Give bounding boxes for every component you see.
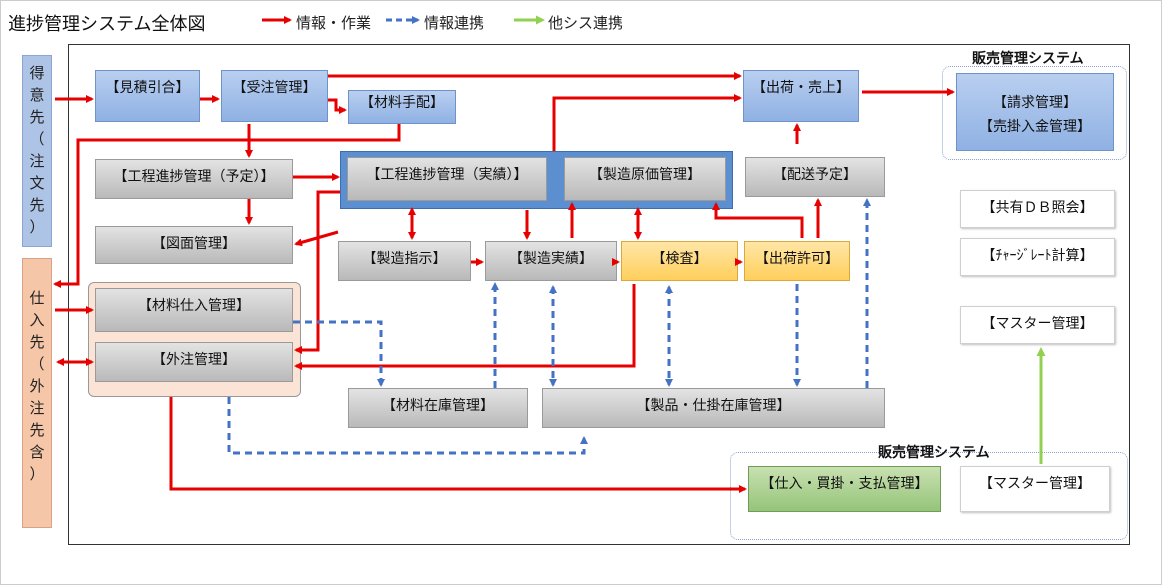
delivery-plan-box[interactable]: 【配送予定】 [745,157,885,197]
billing-label: 【請求管理】 [993,94,1077,111]
drawing-box[interactable]: 【図面管理】 [95,226,293,264]
sales-system-label-top: 販売管理システム [972,51,1084,67]
progress-plan-box[interactable]: 【工程進捗管理（予定）】 [95,159,293,199]
receivable-label: 【売掛入金管理】 [979,118,1091,135]
master-right-box[interactable]: 【マスター管理】 [960,306,1115,344]
sales-bottom-frame [730,452,1128,540]
customer-char: 得 [29,64,45,82]
supplier-char: 含 [29,443,45,461]
sales-system-label-bottom: 販売管理システム [878,445,990,461]
customer-char: 先 [29,108,45,126]
ship-permit-box[interactable]: 【出荷許可】 [744,241,850,281]
progress-actual-box[interactable]: 【工程進捗管理（実績）】 [347,157,547,201]
blue-links [227,198,871,455]
legend-other-link: 他シス連携 [548,14,624,32]
shared-db-box[interactable]: 【共有ＤＢ照会】 [960,190,1115,228]
billing-box[interactable]: 【請求管理】 【売掛入金管理】 [956,73,1114,151]
sales-top-frame [942,66,1127,160]
material-stock-box[interactable]: 【材料在庫管理】 [348,388,528,428]
charge-rate-box[interactable]: 【ﾁｬｰｼﾞﾚｰﾄ計算】 [960,238,1115,276]
supplier-char: 外 [29,377,45,395]
legend-work-flow: 情報・作業 [296,14,372,32]
material-arrange-box[interactable]: 【材料手配】 [348,90,456,124]
flow-material-supplier [53,124,401,288]
flow-actual-shipping [552,94,742,151]
link-purchase-stock [293,320,385,387]
supplier-column: 仕 入 先 （ 外 注 先 含 ） [22,258,52,528]
customer-char: 意 [29,86,45,104]
cost-box[interactable]: 【製造原価管理】 [564,157,726,201]
link-outsourcing-product [227,397,588,455]
supplier-char: （ [29,355,45,373]
flow-order-material [328,98,347,114]
estimate-box[interactable]: 【見積引合】 [95,70,200,122]
legend-info-link: 情報連携 [424,14,485,32]
supplier-char: 入 [29,311,45,329]
supplier-char: 先 [29,421,45,439]
main-frame [68,44,1130,545]
supplier-char: 仕 [29,289,45,307]
material-purchase-box[interactable]: 【材料仕入管理】 [95,288,293,332]
customer-char: 文 [29,174,45,192]
master-bottom-box[interactable]: 【マスター管理】 [960,466,1110,512]
mfg-instruction-box[interactable]: 【製造指示】 [338,241,471,281]
red-flows [53,72,955,493]
inspection-box[interactable]: 【検査】 [621,241,738,281]
flow-actual-outsourcing [294,190,340,354]
flow-permit-actual [712,202,804,238]
purchase-payment-box[interactable]: 【仕入・買掛・支払管理】 [748,466,941,512]
product-stock-box[interactable]: 【製品・仕掛在庫管理】 [542,388,885,428]
shipping-sales-box[interactable]: 【出荷・売上】 [743,70,859,122]
flow-inspection-outsourcing [294,284,636,370]
page-title: 進捗管理システム全体図 [8,14,206,35]
customer-char: ） [29,218,45,236]
customer-char: 注 [29,152,45,170]
customer-column: 得 意 先 （ 注 文 先 ） [22,55,52,247]
mfg-actual-box[interactable]: 【製造実績】 [485,241,617,281]
flow-outsourcing-payment [169,397,747,493]
customer-char: （ [29,130,45,148]
supplier-char: ） [29,465,45,483]
supplier-char: 注 [29,399,45,417]
supplier-char: 先 [29,333,45,351]
order-box[interactable]: 【受注管理】 [221,70,328,122]
customer-char: 先 [29,196,45,214]
outsourcing-box[interactable]: 【外注管理】 [95,342,293,382]
